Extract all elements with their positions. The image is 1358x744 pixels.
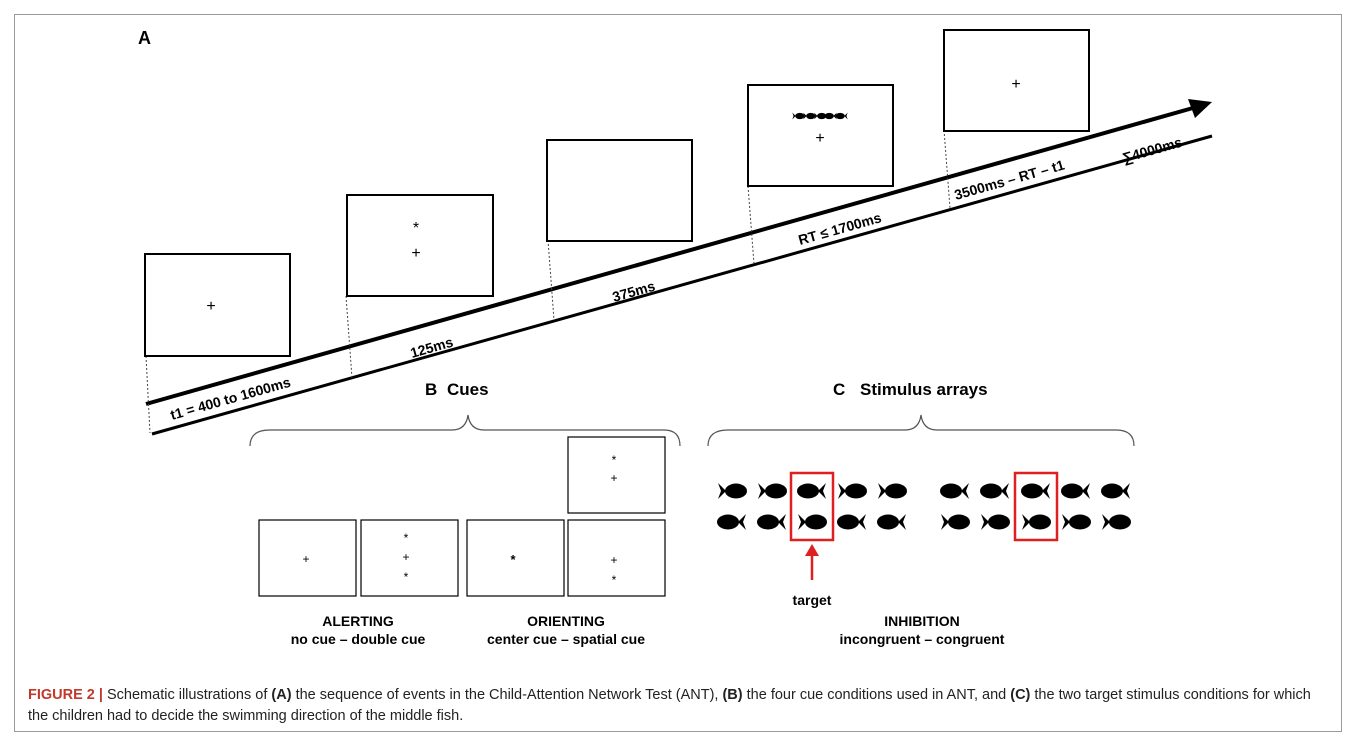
timeline-frame-4: + [747, 84, 894, 187]
svg-text:+: + [610, 553, 617, 567]
svg-text:+: + [610, 471, 617, 485]
panel-c-letter: C [833, 380, 845, 399]
cue-asterisk: * [413, 220, 419, 237]
figure-frame [14, 14, 1342, 732]
duration-label-3: 375ms [610, 278, 657, 305]
svg-text:*: * [612, 453, 617, 467]
svg-text:+: + [402, 550, 409, 564]
timeline-band [145, 99, 1213, 436]
panel-a-label: A [138, 28, 151, 48]
fixation-cross: + [411, 245, 420, 262]
duration-label-5: 3500ms – RT – t1 [952, 156, 1066, 202]
orienting-label: ORIENTING [527, 613, 605, 629]
target-label: target [793, 592, 832, 608]
timeline-frame-2: * + [346, 194, 494, 297]
cue-box-center-cue: * [466, 519, 565, 597]
fixation-cross: + [815, 130, 824, 147]
fixation-cross: + [206, 298, 215, 315]
svg-text:*: * [404, 531, 409, 545]
svg-text:*: * [510, 552, 516, 567]
target-highlight-box [1013, 471, 1059, 542]
alerting-label: ALERTING [322, 613, 394, 629]
timeline-frame-3 [546, 139, 693, 242]
figure-caption: FIGURE 2 | Schematic illustrations of (A… [28, 687, 1311, 724]
diagram-canvas: A + * + + + [138, 28, 1213, 647]
target-arrow [805, 544, 819, 580]
cue-box-spatial-cue-up: * + [567, 436, 666, 514]
panel-b-letter: B [425, 380, 437, 399]
fish-row-small [792, 112, 848, 120]
stimulus-brace [707, 414, 1135, 447]
svg-text:*: * [612, 573, 617, 587]
svg-text:+: + [302, 552, 309, 566]
svg-text:*: * [404, 570, 409, 584]
cues-brace [249, 414, 681, 447]
caption-head: FIGURE 2 | [28, 687, 103, 703]
fixation-cross: + [1011, 76, 1020, 93]
timeline-arrowhead [1188, 99, 1212, 118]
panel-b-title: Cues [447, 380, 489, 399]
congruent-array [940, 471, 1131, 542]
inhibition-label: INHIBITION [884, 613, 959, 629]
timeline-frame-5: + [943, 29, 1090, 132]
cue-box-double-cue: * + * [360, 519, 459, 597]
cue-box-spatial-cue-down: + * [567, 519, 666, 597]
inhibition-desc: incongruent – congruent [840, 631, 1005, 647]
orienting-desc: center cue – spatial cue [487, 631, 645, 647]
panel-c-title: Stimulus arrays [860, 380, 988, 399]
alerting-desc: no cue – double cue [291, 631, 426, 647]
timeline-frame-1: + [144, 253, 291, 357]
total-duration-label: ∑4000ms [1120, 134, 1184, 167]
cue-box-no-cue: + [258, 519, 357, 597]
target-highlight-box [789, 471, 835, 542]
incongruent-array [717, 471, 907, 542]
